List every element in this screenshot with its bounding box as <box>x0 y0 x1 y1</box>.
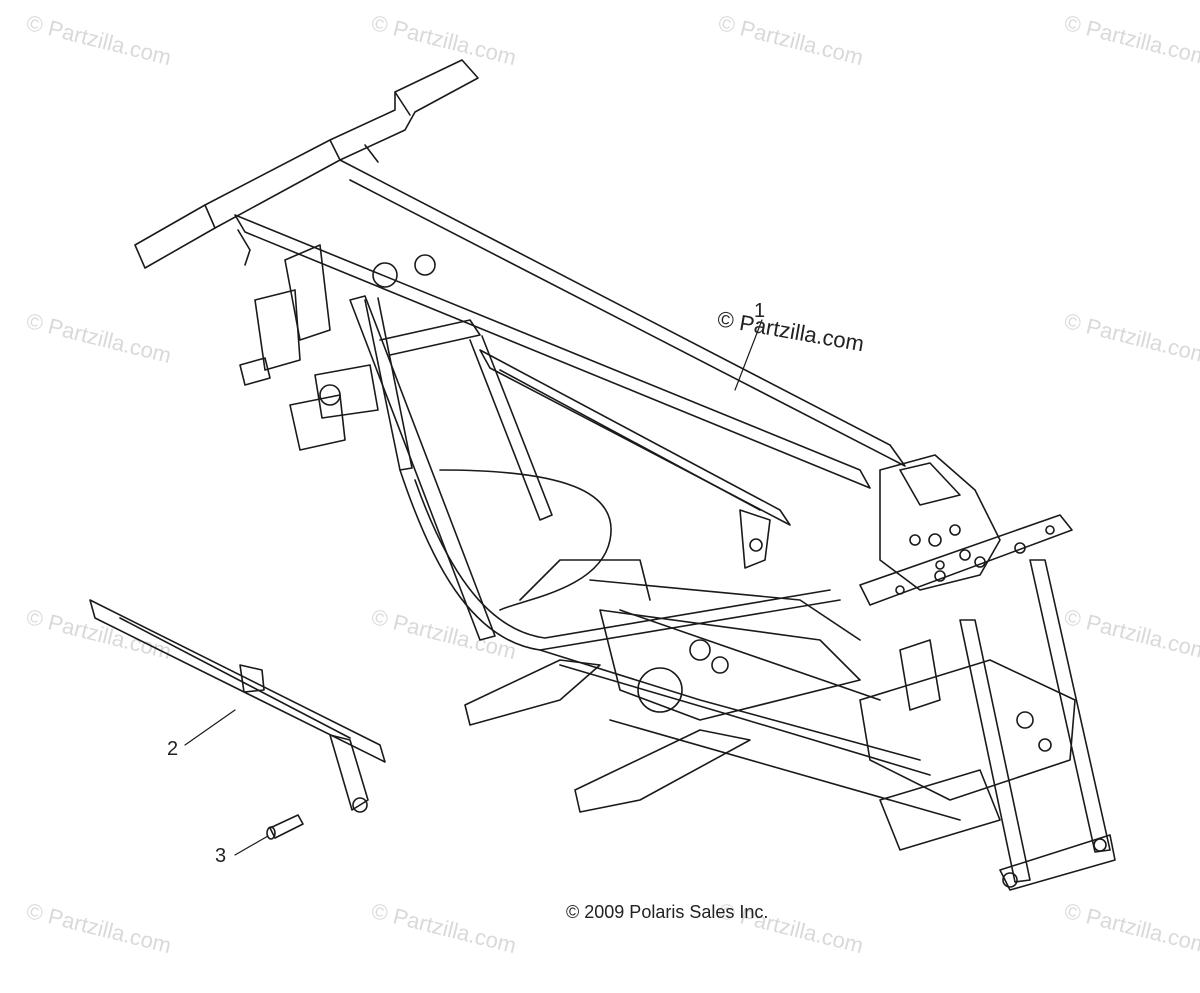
middle-crossbeam <box>479 349 791 569</box>
front-legs <box>959 559 1116 891</box>
callout-leaders <box>184 319 763 856</box>
callout-1: 1 <box>754 300 766 322</box>
callout-3: 3 <box>215 845 227 867</box>
skid-rails <box>464 659 751 813</box>
front-lower-structure <box>859 639 1076 851</box>
rear-suspension-tower <box>239 244 436 451</box>
rear-rack-rail <box>134 59 479 269</box>
callout-2: 2 <box>167 738 179 760</box>
front-upper-crossbar <box>859 514 1073 606</box>
copyright-notice: © 2009 Polaris Sales Inc. <box>566 902 769 922</box>
front-bulkhead <box>879 454 1001 591</box>
floor-tubes <box>399 469 961 821</box>
part-2-crossbeam <box>89 599 386 813</box>
floor-pan <box>599 609 861 721</box>
diagonal-support-tubes <box>349 295 553 641</box>
part-3-bolt <box>266 814 304 840</box>
main-top-tube <box>234 159 906 489</box>
